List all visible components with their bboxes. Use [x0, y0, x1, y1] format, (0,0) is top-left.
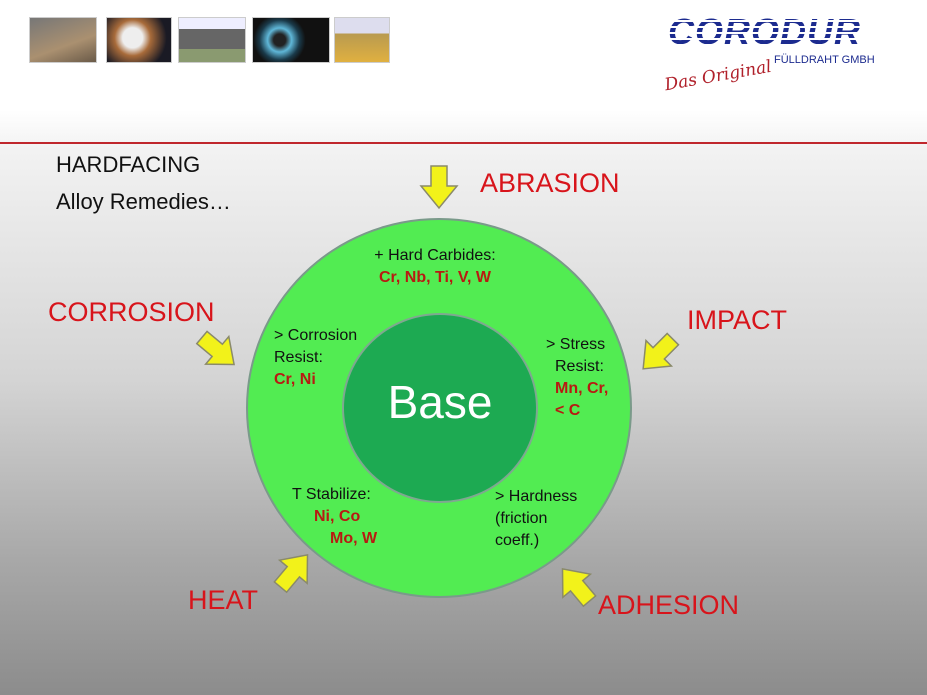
- logo-script: Das Original: [663, 56, 774, 96]
- logo-brand: CORODUR: [668, 11, 861, 52]
- remedy-adhesion-line2: (friction: [495, 510, 548, 527]
- welding-photo: [106, 17, 172, 63]
- corodur-logo: CORODUR FÜLLDRAHT GMBH Das Original: [663, 11, 898, 96]
- arrow-heat-icon: [273, 554, 309, 594]
- title-line1: HARDFACING: [56, 152, 201, 177]
- excavator-photo: [334, 17, 390, 63]
- base-core: [342, 313, 538, 503]
- title-line2: Alloy Remedies…: [56, 189, 231, 214]
- threat-abrasion: ABRASION: [480, 168, 620, 198]
- warehouse-photo: [29, 17, 97, 63]
- arrow-adhesion-icon: [561, 568, 597, 608]
- building-photo: [178, 17, 246, 63]
- remedy-abrasion: + Hard Carbides: Cr, Nb, Ti, V, W: [370, 245, 500, 289]
- remedy-heat-elements1: Ni, Co: [314, 508, 361, 525]
- logo-subtitle: FÜLLDRAHT GMBH: [774, 54, 875, 66]
- remedy-corrosion-elements: Cr, Ni: [274, 371, 316, 388]
- wire-spool-photo: [252, 17, 330, 63]
- remedy-adhesion-line3: coeff.): [495, 532, 540, 549]
- arrow-corrosion-icon: [195, 330, 235, 366]
- remedy-heat-label: T Stabilize:: [292, 486, 371, 503]
- remedy-impact-elements1: Mn, Cr,: [555, 380, 609, 397]
- arrow-impact-icon: [642, 332, 680, 370]
- remedy-corrosion-label2: Resist:: [274, 349, 323, 366]
- remedy-abrasion-elements: Cr, Nb, Ti, V, W: [378, 269, 492, 286]
- arrow-abrasion-icon: [419, 165, 459, 210]
- threat-corrosion: CORROSION: [48, 297, 215, 327]
- threat-impact: IMPACT: [687, 305, 787, 335]
- remedy-impact-label1: > Stress: [546, 336, 606, 353]
- remedy-corrosion: > Corrosion Resist: Cr, Ni: [274, 325, 357, 391]
- remedy-adhesion: > Hardness (friction coeff.): [495, 486, 577, 552]
- header-divider: [0, 142, 927, 144]
- remedy-heat: T Stabilize: Ni, Co Mo, W: [292, 484, 377, 550]
- remedy-impact-label2: Resist:: [555, 358, 604, 375]
- remedy-adhesion-line1: > Hardness: [495, 488, 578, 505]
- remedy-impact: > Stress Resist: Mn, Cr, < C: [546, 334, 608, 422]
- remedy-impact-elements2: < C: [555, 402, 581, 419]
- remedy-abrasion-label: + Hard Carbides:: [374, 247, 496, 264]
- threat-heat: HEAT: [188, 585, 259, 615]
- threat-adhesion: ADHESION: [598, 590, 740, 620]
- remedy-corrosion-label1: > Corrosion: [274, 327, 358, 344]
- base-label: Base: [387, 376, 493, 428]
- remedy-heat-elements2: Mo, W: [330, 530, 378, 547]
